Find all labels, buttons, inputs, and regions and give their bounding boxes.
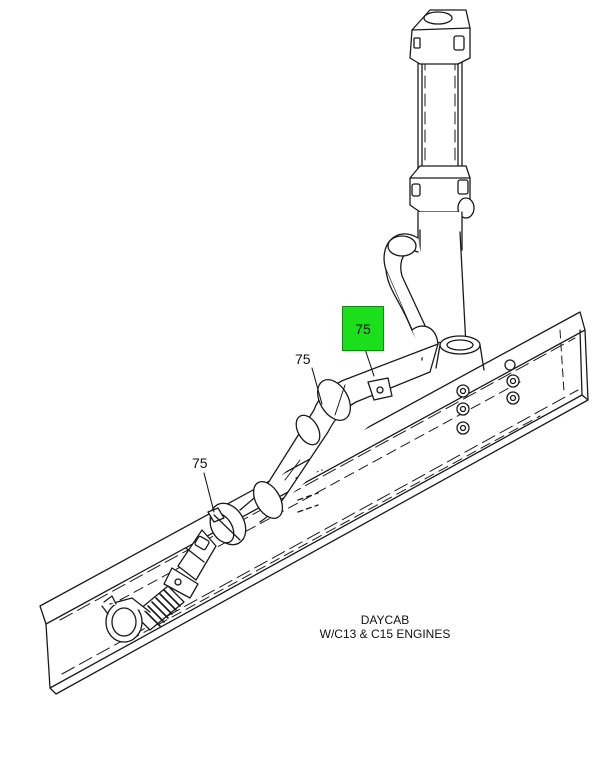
lower-band-clamp: [207, 502, 247, 546]
turbo-outlet-fitting: [101, 595, 151, 643]
middle-mounting-bracket: [409, 165, 475, 219]
pipe-hanger-clamp: [367, 377, 393, 401]
highlighted-callout-75[interactable]: 75: [342, 306, 384, 351]
callout-75-pipe[interactable]: 75: [295, 351, 311, 367]
caption-line-2: W/C13 & C15 ENGINES: [319, 627, 451, 641]
upper-mounting-bracket: [409, 9, 471, 65]
diagram-caption: DAYCAB W/C13 & C15 ENGINES: [300, 613, 470, 641]
callout-leaders: [203, 348, 375, 513]
corrugated-hose: [133, 585, 185, 631]
highlighted-callout-label: 75: [355, 321, 371, 337]
frame-bolts: [295, 359, 520, 513]
main-exhaust-pipe: [239, 343, 439, 523]
bent-pipe-upper: [383, 233, 439, 373]
caption-line-1: DAYCAB: [360, 613, 410, 627]
flex-connector: [163, 529, 217, 599]
callout-75-clamp[interactable]: 75: [192, 455, 208, 471]
